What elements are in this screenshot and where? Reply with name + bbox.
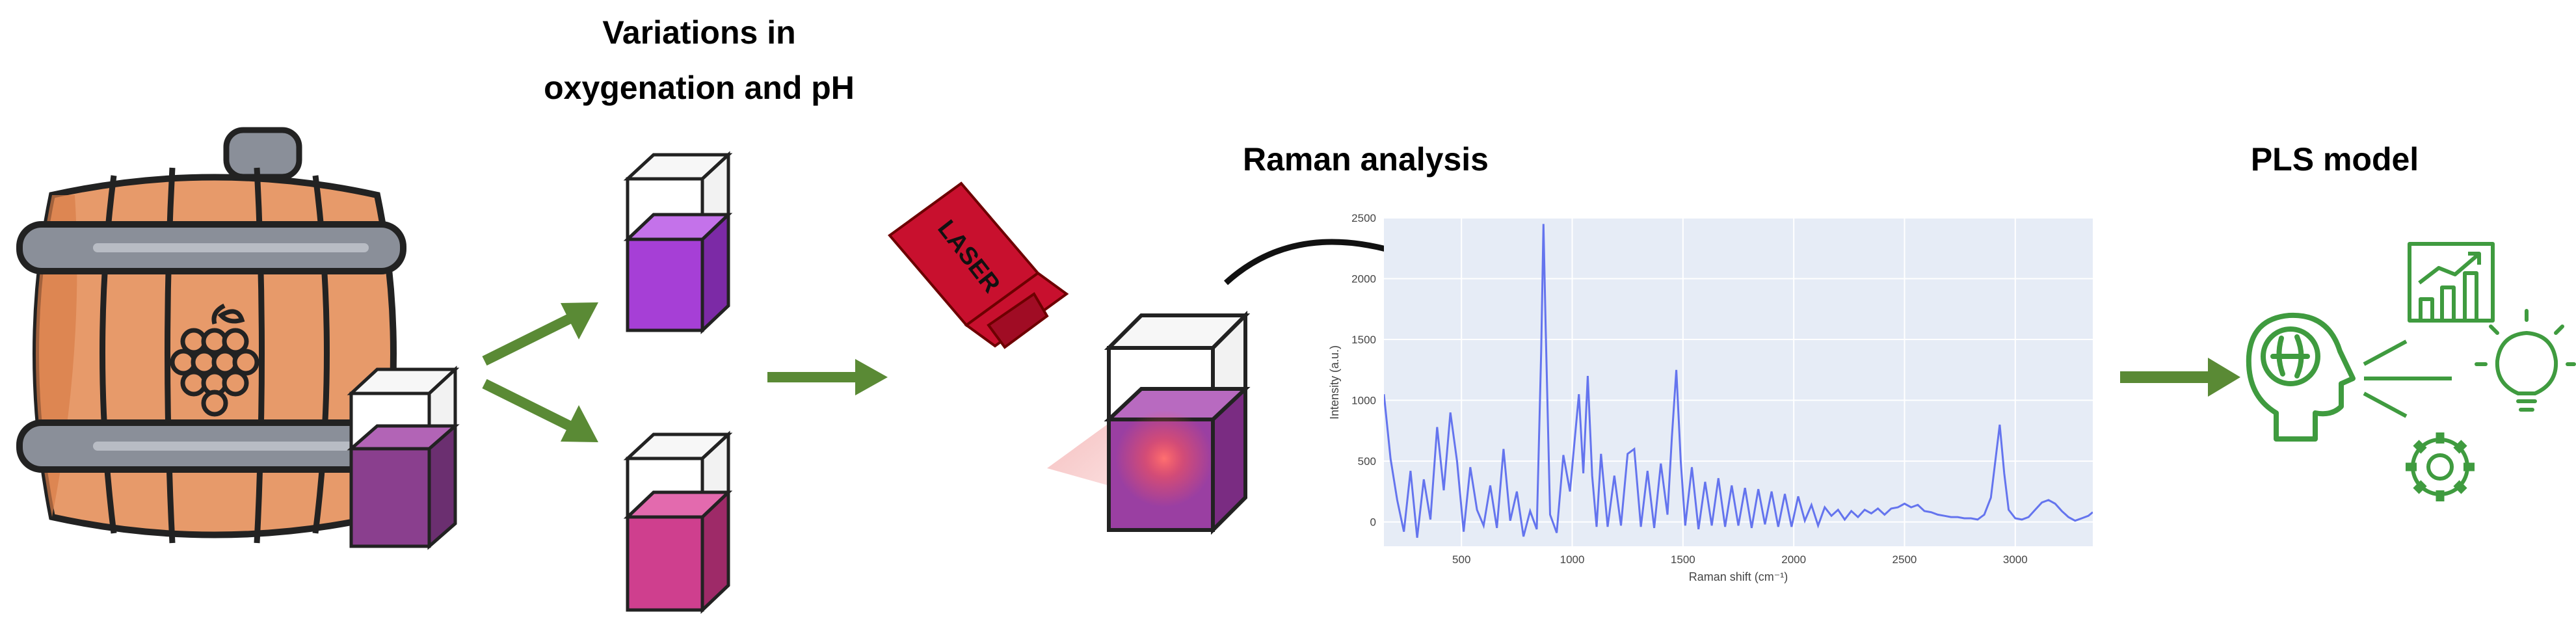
pink-cuvette (623, 431, 733, 614)
purple-cuvette (623, 151, 733, 334)
y-tick-label: 1000 (1351, 395, 1376, 407)
y-tick-label: 500 (1358, 455, 1376, 468)
lightbulb-icon (2475, 309, 2576, 412)
plot-background (1384, 218, 2093, 546)
x-tick-label: 2500 (1892, 553, 1917, 566)
head-brain-icon (2246, 312, 2356, 442)
grapes-icon (170, 303, 259, 417)
x-tick-label: 1000 (1560, 553, 1585, 566)
x-tick-label: 1500 (1671, 553, 1695, 566)
bar-chart-icon (2408, 242, 2495, 323)
variations-heading-line2: oxygenation and pH (544, 70, 855, 106)
y-tick-label: 2000 (1351, 273, 1376, 285)
sample-cuvette (1104, 310, 1251, 535)
wine-cuvette (347, 365, 460, 550)
y-tick-label: 2500 (1351, 212, 1376, 224)
split-arrows (482, 302, 598, 442)
pls-model-title: PLS model (2251, 141, 2419, 178)
x-axis-label: Raman shift (cm⁻¹) (1689, 570, 1788, 583)
spectrum-series-line (1384, 224, 2093, 538)
y-axis-label: Intensity (a.u.) (1328, 345, 1341, 419)
x-tick-label: 500 (1452, 553, 1470, 566)
y-tick-label: 0 (1370, 516, 1376, 529)
x-tick-label: 2000 (1781, 553, 1806, 566)
gear-icon (2406, 432, 2475, 501)
raman-spectrum-chart: 0 500 1000 1500 2000 2500 500 1000 1500 2000 2500… (1328, 212, 2093, 583)
x-tick-label: 3000 (2003, 553, 2028, 566)
arrow-to-laser (767, 359, 888, 395)
raman-analysis-title: Raman analysis (1243, 141, 1489, 178)
y-tick-label: 1500 (1351, 334, 1376, 346)
variations-heading-line1: Variations in (602, 14, 795, 51)
arrow-to-pls (2120, 358, 2240, 397)
connector-lines (2363, 339, 2452, 418)
